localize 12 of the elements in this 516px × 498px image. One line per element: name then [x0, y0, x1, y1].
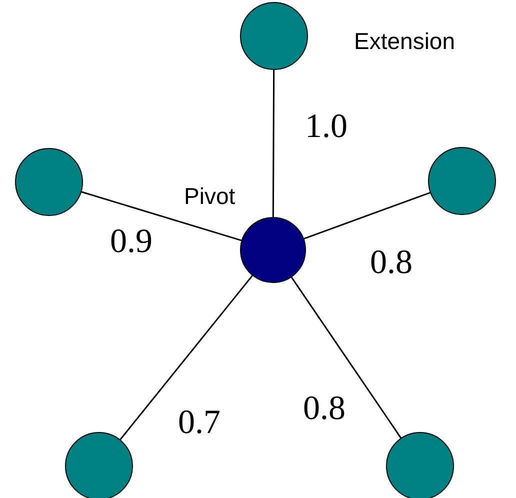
edge-label: 1.0: [305, 108, 348, 146]
connector-line: [120, 275, 253, 440]
connector-line: [304, 192, 430, 240]
connector-line: [81, 191, 242, 242]
connector-line: [272, 70, 275, 217]
node-label: Extension: [354, 28, 456, 55]
edge-label: 0.8: [303, 390, 346, 428]
edge-label: 0.8: [370, 244, 412, 282]
connector-line: [290, 276, 402, 438]
edge-label: 0.9: [110, 223, 152, 261]
node-label: Pivot: [184, 183, 236, 210]
edge-label: 0.7: [178, 404, 220, 442]
